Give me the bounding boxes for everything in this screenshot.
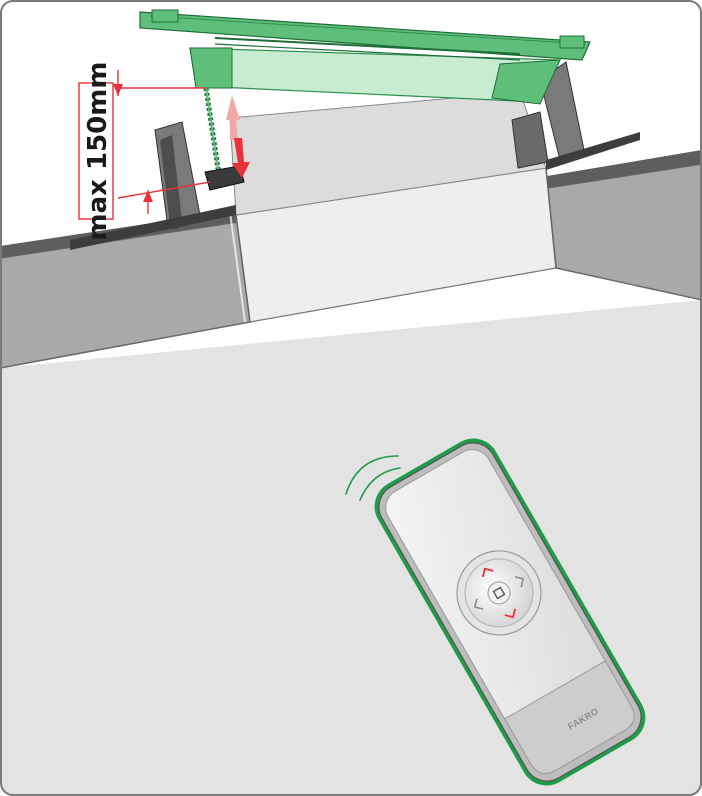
dimension-label: max 150mm [83,62,113,241]
window-frame-left-block [190,48,232,88]
dimension-label-group: max 150mm [79,62,113,241]
hinge-right [560,36,584,48]
hinge-left [152,10,178,22]
